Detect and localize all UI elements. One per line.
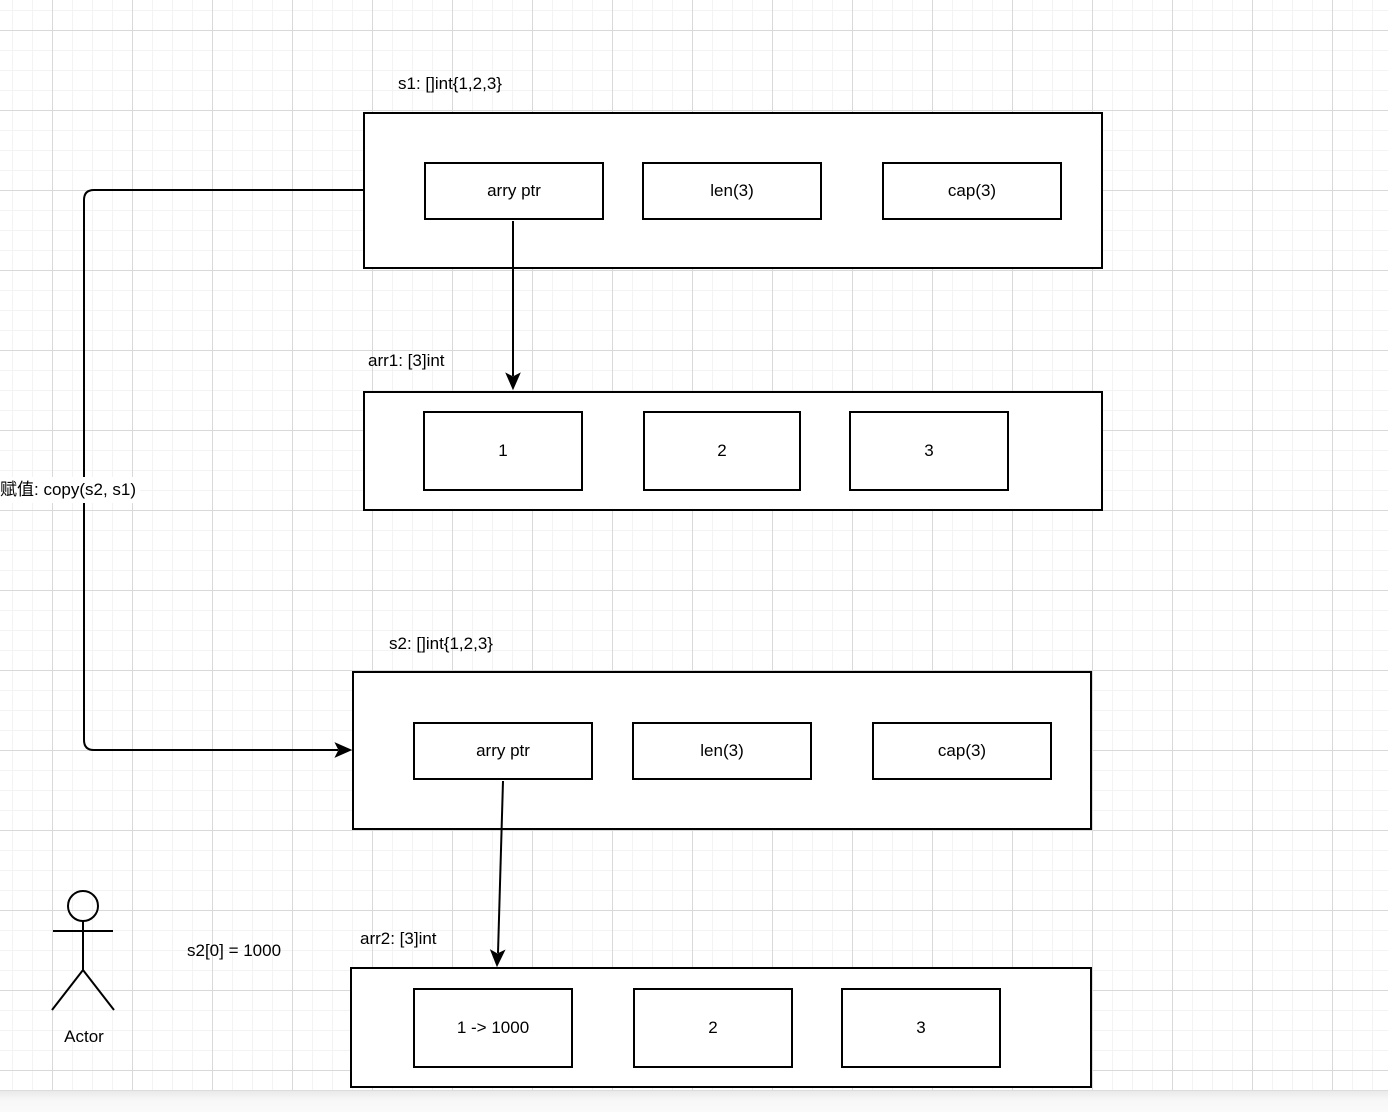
s1-label[interactable]: s1: []int{1,2,3} (398, 74, 502, 93)
arr1-label[interactable]: arr1: [3]int (368, 351, 445, 370)
pointer-arrow-s2-to-arr2[interactable] (489, 780, 506, 968)
s2-cell-arry-ptr[interactable]: arry ptr (413, 722, 593, 780)
s2-cell-cap[interactable]: cap(3) (872, 722, 1052, 780)
s2-cell-len[interactable]: len(3) (632, 722, 812, 780)
actor-legs (51, 968, 115, 1011)
arr1-cell-1[interactable]: 2 (643, 411, 801, 491)
actor-head (67, 890, 99, 922)
canvas-bottom-edge (0, 1090, 1388, 1112)
actor-figure[interactable] (51, 890, 115, 1011)
s1-cell-arry-ptr[interactable]: arry ptr (424, 162, 604, 220)
arr2-cell-1[interactable]: 2 (633, 988, 793, 1068)
assignment-label[interactable]: s2[0] = 1000 (187, 941, 282, 960)
s1-cell-cap[interactable]: cap(3) (882, 162, 1062, 220)
arr1-cell-0[interactable]: 1 (423, 411, 583, 491)
actor-label[interactable]: Actor (64, 1027, 104, 1046)
s1-cell-len[interactable]: len(3) (642, 162, 822, 220)
copy-edge-s1-to-s2[interactable] (83, 189, 363, 758)
arr2-cell-2[interactable]: 3 (841, 988, 1001, 1068)
pointer-arrow-s1-to-arr1[interactable] (505, 221, 521, 391)
arr1-cell-2[interactable]: 3 (849, 411, 1009, 491)
s2-label[interactable]: s2: []int{1,2,3} (389, 634, 493, 653)
arr2-cell-0[interactable]: 1 -> 1000 (413, 988, 573, 1068)
copy-edge-label[interactable]: 赋值: copy(s2, s1) (0, 477, 141, 503)
arr2-label[interactable]: arr2: [3]int (360, 929, 437, 948)
